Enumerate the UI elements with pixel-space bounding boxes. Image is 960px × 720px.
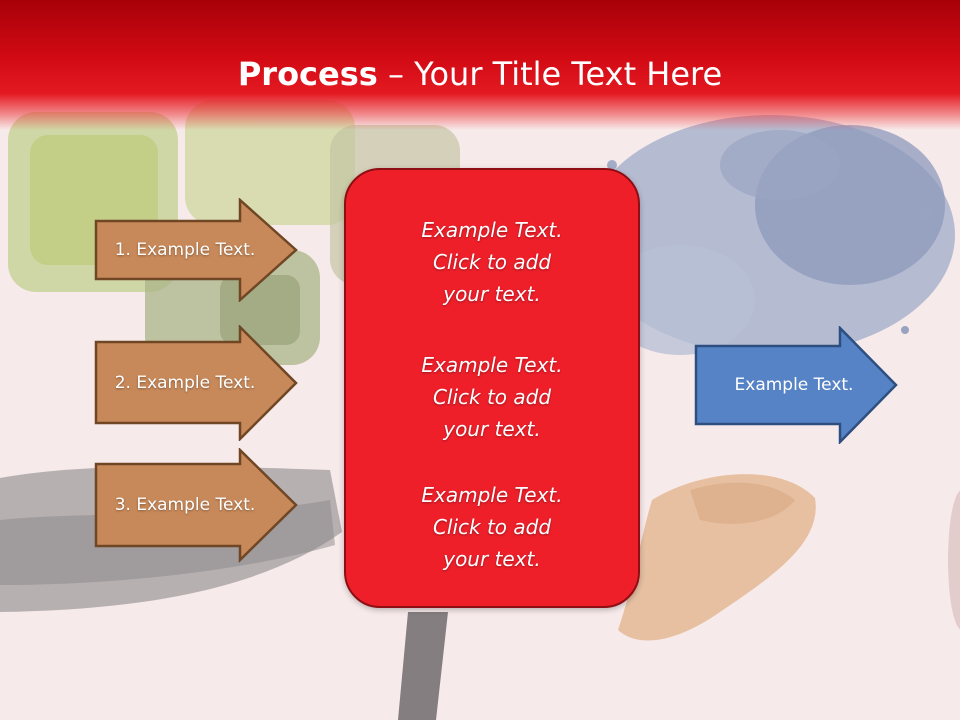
- step-arrow-2[interactable]: 2. Example Text.: [94, 325, 300, 441]
- slide-title[interactable]: Process – Your Title Text Here: [0, 52, 960, 96]
- step-label-2: 2. Example Text.: [114, 373, 256, 393]
- step-arrow-3[interactable]: 3. Example Text.: [94, 448, 300, 563]
- step-label-1: 1. Example Text.: [114, 240, 256, 260]
- center-text-line: your text.: [443, 547, 541, 571]
- step-arrow-1[interactable]: 1. Example Text.: [94, 198, 300, 302]
- arrow-shape-icon: [694, 326, 898, 444]
- title-rest: – Your Title Text Here: [377, 55, 723, 93]
- center-text-line: Example Text.: [421, 483, 563, 507]
- output-arrow[interactable]: Example Text.: [694, 326, 900, 444]
- center-text-block-1: Example Text. Click to add your text.: [346, 214, 638, 310]
- center-text-line: Click to add: [432, 250, 552, 274]
- center-text-line: Example Text.: [421, 353, 563, 377]
- center-text-line: your text.: [443, 417, 541, 441]
- center-text-block-2: Example Text. Click to add your text.: [346, 349, 638, 445]
- center-text-block-3: Example Text. Click to add your text.: [346, 479, 638, 575]
- arrow-shape-icon: [94, 325, 298, 441]
- center-text-line: Click to add: [432, 385, 552, 409]
- arrow-shape-icon: [94, 448, 298, 563]
- arrow-shape-icon: [94, 198, 298, 302]
- center-text-line: your text.: [443, 282, 541, 306]
- step-label-3: 3. Example Text.: [114, 495, 256, 515]
- title-bold: Process: [237, 55, 378, 93]
- center-text-line: Click to add: [432, 515, 552, 539]
- center-text-line: Example Text.: [421, 218, 563, 242]
- title-bar: [0, 0, 960, 130]
- center-text-box[interactable]: Example Text. Click to add your text. Ex…: [344, 168, 640, 608]
- output-label: Example Text.: [734, 375, 854, 395]
